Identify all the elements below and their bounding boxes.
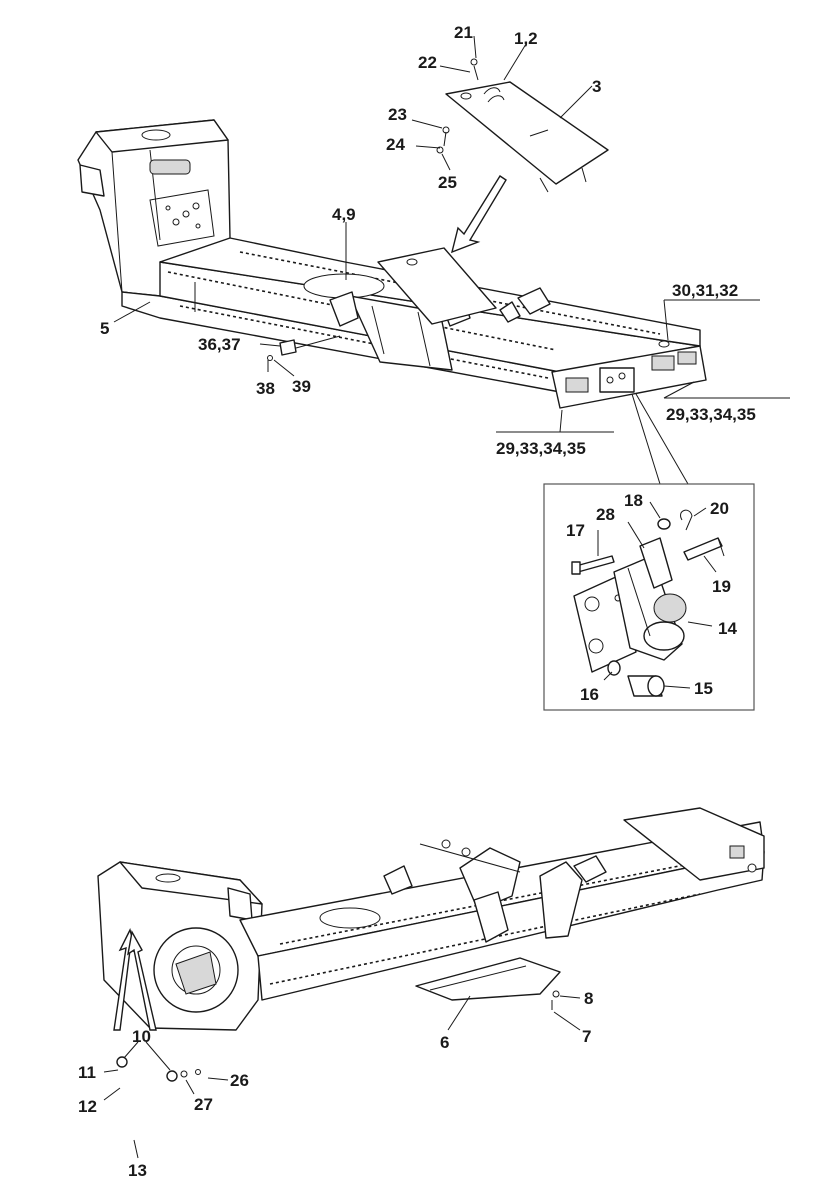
label-22: 22 [418, 53, 437, 72]
label-23: 23 [388, 105, 407, 124]
label-30-31-32: 30,31,32 [672, 281, 738, 300]
clip-part [279, 339, 297, 356]
upper-frame-assembly [77, 119, 707, 409]
label-17: 17 [566, 521, 585, 540]
label-4-9: 4,9 [332, 205, 356, 224]
label-3: 3 [592, 77, 601, 96]
rear-crossmember [551, 340, 707, 409]
label-24: 24 [386, 135, 405, 154]
label-15: 15 [694, 679, 713, 698]
frame-cover-plate [377, 247, 497, 325]
label-10: 10 [132, 1027, 151, 1046]
label-7: 7 [582, 1027, 591, 1046]
label-21: 21 [454, 23, 473, 42]
label-14: 14 [718, 619, 737, 638]
label-11: 11 [78, 1063, 96, 1082]
label-20: 20 [710, 499, 729, 518]
label-38: 38 [256, 379, 275, 398]
front-tower [77, 119, 231, 297]
label-19: 19 [712, 577, 731, 596]
label-26: 26 [230, 1071, 249, 1090]
removable-plate-3 [411, 35, 609, 254]
label-13: 13 [128, 1161, 147, 1180]
label-5: 5 [100, 319, 109, 338]
label-18: 18 [624, 491, 643, 510]
ground-cable-13 [103, 1056, 229, 1159]
label-16: 16 [580, 685, 599, 704]
label-25: 25 [438, 173, 457, 192]
label-29-33-34-35-right: 29,33,34,35 [666, 405, 756, 424]
label-39: 39 [292, 377, 311, 396]
label-8: 8 [584, 989, 593, 1008]
label-29-33-34-35-left: 29,33,34,35 [496, 439, 586, 458]
callout-labels: 21 22 1,2 3 23 24 25 4,9 5 30,31,32 36,3… [78, 23, 756, 1180]
label-27: 27 [194, 1095, 213, 1114]
label-6: 6 [440, 1033, 449, 1052]
detail-box-hitch [543, 483, 755, 711]
lower-frame-assembly [97, 807, 765, 1071]
label-1-2: 1,2 [514, 29, 538, 48]
label-28: 28 [596, 505, 615, 524]
label-36-37: 36,37 [198, 335, 241, 354]
label-12: 12 [78, 1097, 97, 1116]
